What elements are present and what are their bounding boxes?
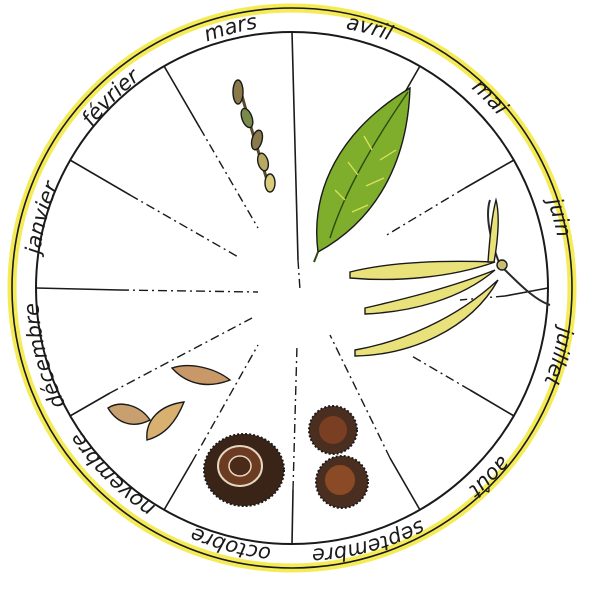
bud-twig-icon (233, 80, 275, 192)
leaf-icon (314, 88, 410, 262)
month-label-decembre: décembre (19, 302, 70, 412)
month-label-juillet: juillet (539, 323, 578, 390)
chestnut-husk-icon (309, 406, 368, 508)
month-label-mars: mars (201, 9, 259, 46)
catkin-icon (350, 200, 550, 356)
open-husk-icon (204, 434, 284, 506)
month-divider-dashes (110, 120, 505, 490)
month-label-juin: juin (542, 192, 576, 239)
dry-leaves-icon (108, 366, 230, 440)
